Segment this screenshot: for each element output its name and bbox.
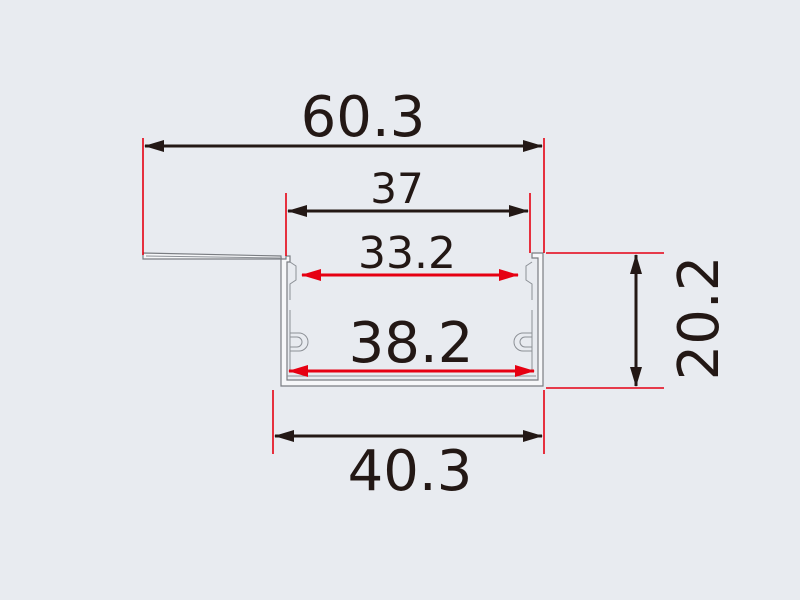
label-opening-width: 37 xyxy=(370,164,423,213)
left-inner-rib xyxy=(289,261,297,372)
profile-outline xyxy=(142,252,544,387)
right-inner-rib xyxy=(525,261,533,372)
extension-lines xyxy=(142,138,664,454)
label-lower-inner-width: 38.2 xyxy=(349,311,474,376)
black-dimensions xyxy=(144,140,642,442)
label-overall-width: 60.3 xyxy=(301,85,426,150)
label-upper-inner-width: 33.2 xyxy=(358,228,456,279)
right-screw-slot xyxy=(513,332,532,352)
red-dimensions xyxy=(288,269,535,377)
profile-cross-section xyxy=(142,252,544,387)
label-height: 20.2 xyxy=(667,256,732,381)
left-screw-slot xyxy=(290,332,309,352)
flange-edge xyxy=(145,255,283,259)
label-bottom-width: 40.3 xyxy=(348,439,473,504)
